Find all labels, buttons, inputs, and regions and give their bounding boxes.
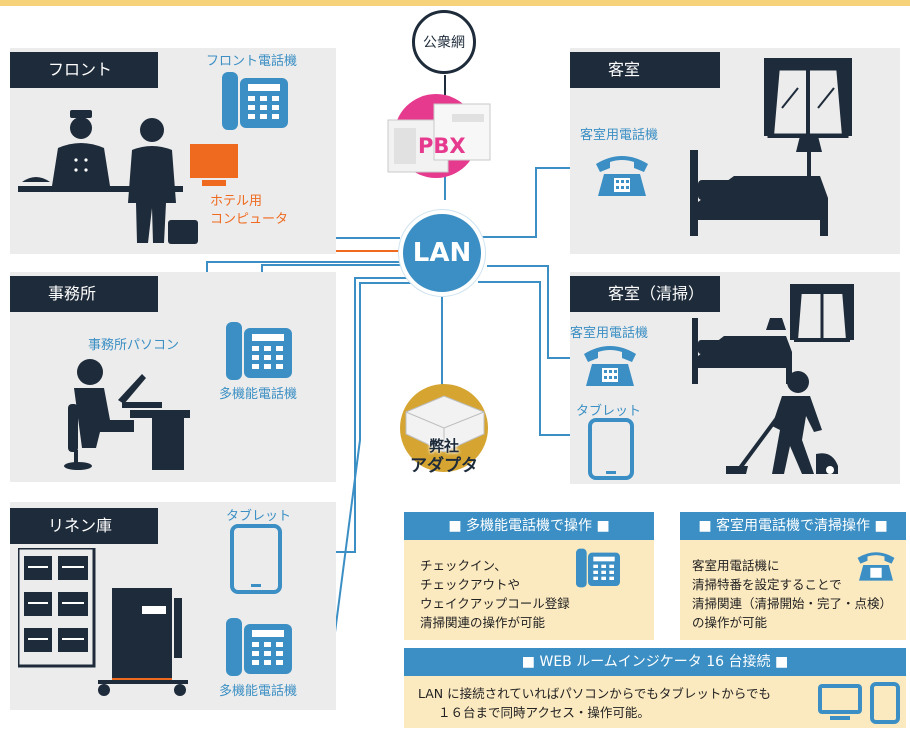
cleaning-phone-label: 客室用電話機 bbox=[570, 326, 649, 341]
info-multi-line3: ウェイクアップコール登録 bbox=[420, 596, 570, 611]
adapter-label-line1: 弊社 bbox=[428, 437, 459, 455]
guest-cleaning-title: 客室（清掃） bbox=[570, 276, 720, 312]
hotel-computer-label-line1: ホテル用 bbox=[210, 194, 263, 209]
adapter-label-line2: アダプタ bbox=[410, 456, 478, 476]
pbx-server-icon bbox=[387, 94, 491, 178]
bed-icon bbox=[692, 318, 792, 384]
front-title: フロント bbox=[10, 52, 158, 88]
top-accent-bar bbox=[0, 0, 910, 6]
rotary-phone-icon bbox=[596, 156, 648, 196]
linen-cart-icon bbox=[18, 548, 188, 696]
lamp-icon bbox=[796, 136, 822, 182]
linen-phone-label: 多機能電話機 bbox=[219, 684, 298, 699]
info-guest-line4: の操作が可能 bbox=[692, 615, 768, 630]
info-guest-line2: 清掃特番を設定することで bbox=[692, 577, 842, 592]
tablet-icon bbox=[230, 524, 282, 594]
desk-phone-icon bbox=[226, 322, 292, 380]
pbx-label: PBX bbox=[418, 134, 466, 158]
window-icon bbox=[790, 284, 854, 342]
hotel-computer-label: ホテル用 コンピュータ bbox=[210, 193, 288, 229]
guest-room-title: 客室 bbox=[570, 52, 720, 88]
window-icon bbox=[764, 58, 852, 138]
office-title: 事務所 bbox=[10, 276, 158, 312]
public-network-node: 公衆網 bbox=[412, 10, 476, 74]
info-multi-function: ■ 多機能電話機で操作 ■ チェックイン、 チェックアウトや ウェイクアップコー… bbox=[404, 512, 654, 640]
receptionist-icon bbox=[18, 110, 198, 244]
info-multi-line4: 清掃関連の操作が可能 bbox=[420, 615, 546, 630]
info-guest-body: 客室用電話機に 清掃特番を設定することで 清掃関連（清掃開始・完了・点検） の操… bbox=[692, 556, 892, 632]
lan-hub: LAN bbox=[399, 210, 485, 296]
linen-title: リネン庫 bbox=[10, 508, 158, 544]
info-multi-line2: チェックアウトや bbox=[420, 577, 521, 592]
linen-tablet-label: タブレット bbox=[226, 509, 292, 524]
tablet-icon bbox=[870, 682, 900, 724]
info-guest-line1: 客室用電話機に bbox=[692, 558, 780, 573]
front-phone-label: フロント電話機 bbox=[206, 54, 298, 69]
cleaner-icon bbox=[726, 371, 838, 474]
adapter-label: 弊社 アダプタ bbox=[402, 436, 486, 476]
info-web-indicator: ■ WEB ルームインジケータ 16 台接続 ■ LAN に接続されていればパソ… bbox=[404, 648, 906, 728]
desk-phone-icon bbox=[226, 618, 292, 676]
info-guest-phone: ■ 客室用電話機で清掃操作 ■ 客室用電話機に 清掃特番を設定することで 清掃関… bbox=[680, 512, 906, 640]
hotel-computer-label-line2: コンピュータ bbox=[210, 212, 289, 227]
info-guest-header: ■ 客室用電話機で清掃操作 ■ bbox=[680, 512, 906, 540]
info-multi-header: ■ 多機能電話機で操作 ■ bbox=[404, 512, 654, 540]
lan-label: LAN bbox=[412, 238, 472, 268]
adapter-device-icon bbox=[400, 384, 488, 472]
public-network-label: 公衆網 bbox=[423, 35, 465, 51]
info-web-header: ■ WEB ルームインジケータ 16 台接続 ■ bbox=[404, 648, 906, 676]
desk-phone-icon bbox=[576, 548, 620, 588]
guest-room-phone-label: 客室用電話機 bbox=[580, 128, 659, 143]
tablet-icon bbox=[588, 418, 634, 480]
rotary-phone-icon bbox=[584, 346, 636, 386]
info-web-body: LAN に接続されていればパソコンからでもタブレットからでも １６台まで同時アク… bbox=[418, 684, 771, 722]
office-pc-label: 事務所パソコン bbox=[88, 338, 180, 353]
info-multi-body: チェックイン、 チェックアウトや ウェイクアップコール登録 清掃関連の操作が可能 bbox=[420, 556, 570, 632]
bed-icon bbox=[690, 150, 828, 236]
rotary-phone-icon bbox=[857, 552, 895, 581]
office-worker-icon bbox=[64, 359, 190, 470]
info-web-line1: LAN に接続されていればパソコンからでもタブレットからでも bbox=[418, 686, 772, 701]
computer-monitor-icon bbox=[190, 144, 238, 186]
info-guest-line3: 清掃関連（清掃開始・完了・点検） bbox=[692, 596, 893, 611]
office-phone-label: 多機能電話機 bbox=[219, 387, 298, 402]
desk-phone-icon bbox=[222, 72, 288, 130]
info-multi-line1: チェックイン、 bbox=[420, 558, 507, 573]
info-web-line2: １６台まで同時アクセス・操作可能。 bbox=[438, 705, 650, 720]
cleaning-tablet-label: タブレット bbox=[576, 404, 642, 419]
computer-monitor-icon bbox=[818, 684, 862, 720]
